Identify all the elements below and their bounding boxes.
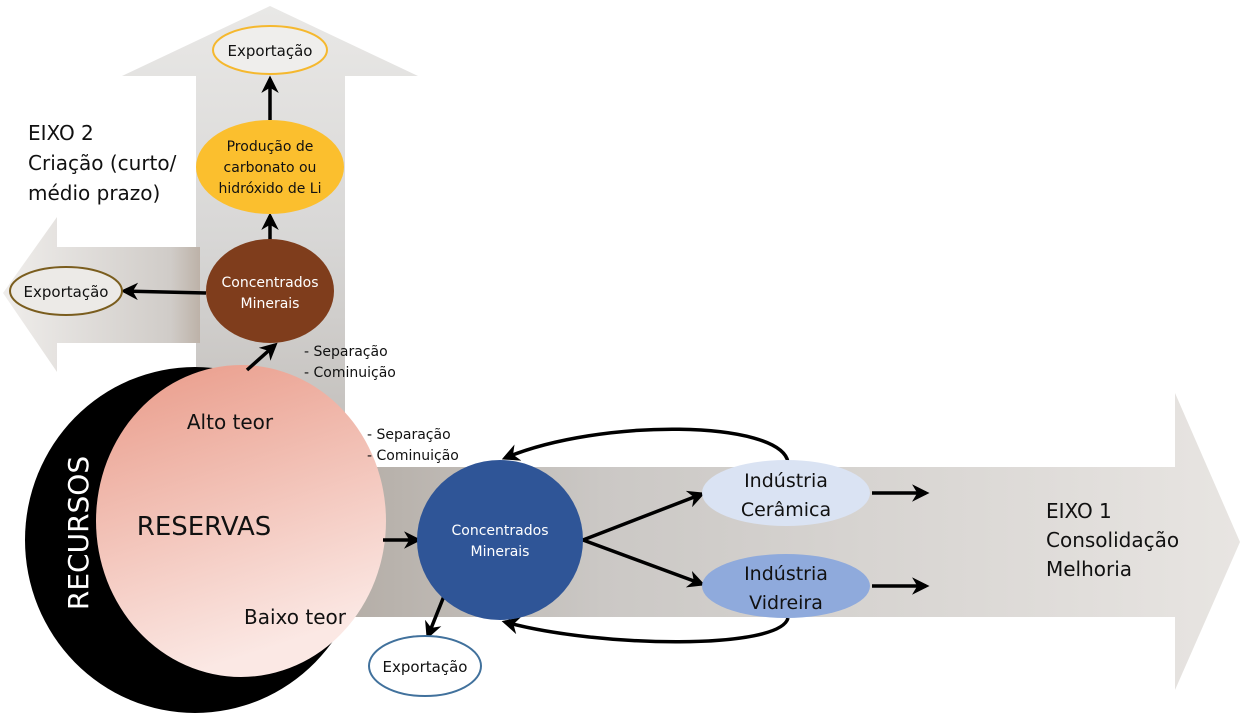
export-left-label: Exportação [24, 283, 109, 301]
arrow-reserves-to-concentrates-axis2 [245, 342, 278, 372]
feedback-loop-glass [501, 617, 790, 644]
separation-step: - Separação [367, 427, 451, 443]
concentrates-axis2-line1: Concentrados [222, 275, 319, 291]
export-bottom-label: Exportação [383, 658, 468, 676]
process-steps-lower: - Separação - Cominuição [367, 427, 459, 464]
concentrates-axis1-line1: Concentrados [452, 523, 549, 539]
export-bottom-node: Exportação [368, 635, 482, 697]
feedback-loop-ceramic [501, 427, 790, 463]
resources-label: RECURSOS [62, 456, 95, 610]
axis2-subtitle-line1: Criação (curto/ [28, 151, 177, 175]
lithium-label-line1: Produção de [227, 139, 314, 155]
glass-industry-node: Indústria Vidreira [702, 554, 870, 618]
process-steps-upper: - Separação - Cominuição [304, 344, 396, 381]
connectors [120, 75, 930, 644]
axis1-subtitle-line1: Consolidação [1046, 528, 1179, 552]
axis1-title: EIXO 1 [1046, 499, 1112, 523]
concentrates-axis2-node: Concentrados Minerais [206, 239, 334, 343]
label-background [365, 420, 485, 466]
reserves-label: RESERVAS [137, 512, 271, 542]
glass-line2: Vidreira [749, 592, 823, 614]
low-grade-label: Baixo teor [244, 605, 347, 629]
arrow-to-glass [582, 538, 706, 588]
axis2-subtitle-line2: médio prazo) [28, 181, 160, 205]
export-top-node: Exportação [212, 25, 328, 75]
export-top-label: Exportação [228, 42, 313, 60]
separation-step: - Separação [304, 344, 388, 360]
high-grade-label: Alto teor [187, 410, 274, 434]
lithium-label-line2: carbonato ou [224, 160, 317, 176]
ceramic-line2: Cerâmica [741, 499, 831, 521]
concentrates-axis1-node: Concentrados Minerais [417, 460, 583, 620]
arrow-to-ceramic [582, 490, 706, 542]
lithium-label-line3: hidróxido de Li [219, 181, 322, 197]
ceramic-line1: Indústria [744, 470, 828, 492]
lithium-production-node: Produção de carbonato ou hidróxido de Li [196, 120, 344, 214]
ceramic-industry-node: Indústria Cerâmica [702, 460, 870, 526]
reserves-circle: Alto teor RESERVAS Baixo teor [96, 365, 386, 677]
concentrates-axis2-line2: Minerais [241, 296, 300, 312]
axis2-label: EIXO 2 Criação (curto/ médio prazo) [28, 121, 177, 205]
export-left-node: Exportação [9, 266, 123, 316]
arrow-concentrates-to-export-left [120, 282, 207, 301]
concentrates-axis1-line2: Minerais [471, 544, 530, 560]
axis1-subtitle-line2: Melhoria [1046, 557, 1132, 581]
comminution-step: - Cominuição [367, 448, 459, 464]
axis2-title: EIXO 2 [28, 121, 94, 145]
glass-line1: Indústria [744, 563, 828, 585]
comminution-step: - Cominuição [304, 365, 396, 381]
arrow-concentrates-to-export-bottom [425, 595, 446, 640]
axis1-right-arrow [330, 393, 1240, 690]
axis1-label: EIXO 1 Consolidação Melhoria [1046, 499, 1179, 581]
